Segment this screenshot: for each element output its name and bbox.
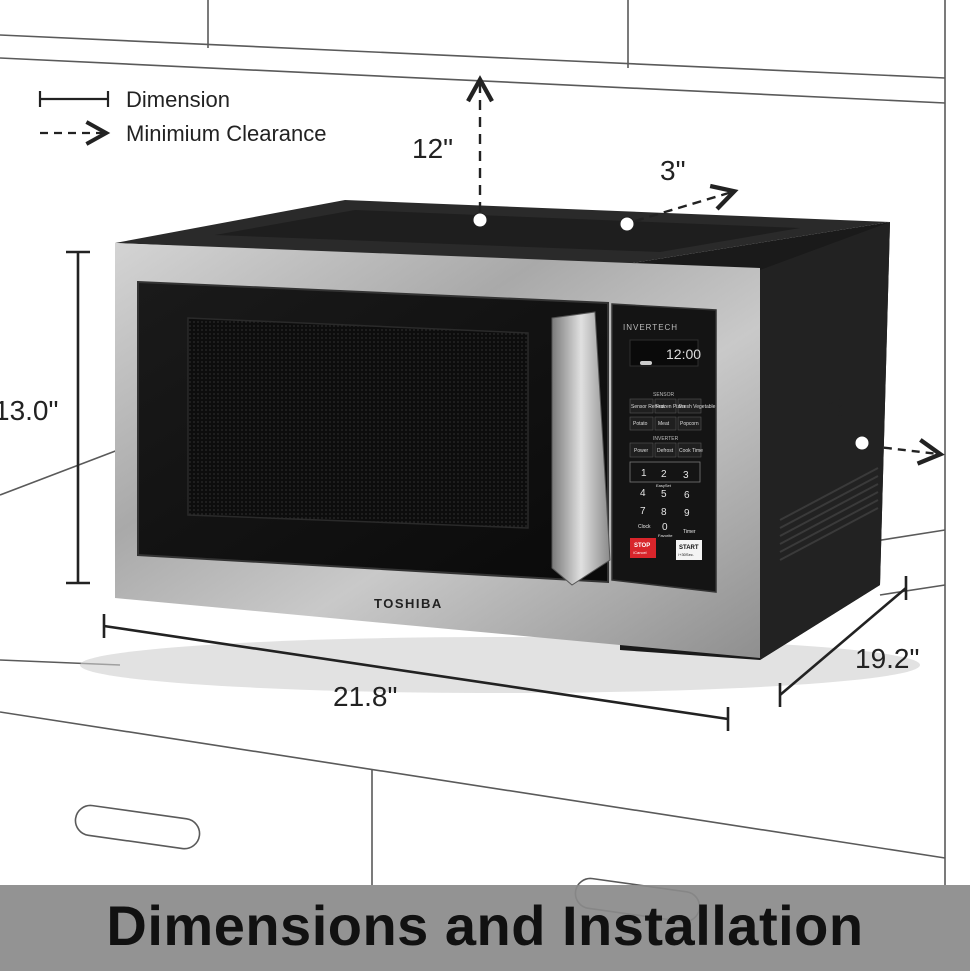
potato-label: Potato	[633, 421, 648, 427]
power-button[interactable]	[629, 442, 654, 458]
control-panel: INVERTECH 12:00 SENSOR Sensor Reheat Fro…	[623, 323, 716, 560]
height-dimension: 13.0"	[0, 250, 90, 585]
cook-time-label: Cook Time	[679, 448, 703, 454]
top-clearance-label: 12"	[412, 133, 453, 164]
legend: Dimension Minimium Clearance	[38, 87, 327, 146]
timer-label[interactable]: Timer	[683, 529, 696, 535]
height-label: 13.0"	[0, 395, 58, 426]
rear-clearance: 3"	[619, 155, 739, 232]
cook-time-button[interactable]	[677, 442, 702, 458]
frozen-pizza-button[interactable]	[654, 398, 677, 414]
potato-button[interactable]	[629, 416, 654, 431]
brand-logo: TOSHIBA	[374, 596, 443, 611]
key-5[interactable]: 5	[661, 489, 667, 500]
frozen-pizza-label: Frozen Pizza	[656, 404, 685, 410]
width-label: 21.8"	[333, 681, 397, 712]
start-button[interactable]	[676, 540, 702, 560]
key-8[interactable]: 8	[661, 507, 667, 518]
legend-clearance-label: Minimium Clearance	[126, 121, 327, 146]
key-0[interactable]: 0	[662, 522, 668, 533]
stop-button[interactable]	[630, 538, 656, 558]
key-6[interactable]: 6	[684, 490, 690, 501]
display-indicator	[640, 361, 652, 365]
stop-sub-label: /Cancel	[633, 550, 647, 555]
title-banner	[0, 885, 970, 971]
easyset-label: EasySet	[656, 483, 672, 488]
meat-button[interactable]	[654, 416, 677, 431]
start-label: START	[679, 545, 699, 551]
keypad: 1 2 3 EasySet 4 5 6 7 8 9 0 Clock Timer …	[629, 461, 701, 538]
popcorn-label: Popcorn	[680, 421, 699, 427]
depth-label: 19.2"	[855, 643, 919, 674]
key-9[interactable]: 9	[684, 508, 690, 519]
defrost-button[interactable]	[654, 442, 677, 458]
side-clearance: 3"	[828, 393, 945, 466]
sensor-header: SENSOR	[653, 392, 675, 398]
stop-label: STOP	[634, 543, 650, 549]
depth-dimension: 19.2"	[778, 576, 919, 707]
key-3[interactable]: 3	[683, 470, 689, 481]
side-clearance-label: 3"	[828, 393, 854, 424]
display-window	[629, 339, 699, 367]
key-2[interactable]: 2	[661, 469, 667, 480]
fresh-vegetable-label: Fresh Vegetable	[679, 404, 716, 410]
microwave	[80, 200, 920, 693]
drawer-handle	[74, 804, 201, 850]
sensor-reheat-button[interactable]	[629, 398, 654, 414]
start-sub-label: /+30Sec.	[678, 552, 694, 557]
panel-brand: INVERTECH	[623, 323, 678, 332]
page-title: Dimensions and Installation	[106, 894, 864, 957]
top-clearance: 12"	[412, 75, 494, 228]
fresh-vegetable-button[interactable]	[677, 398, 702, 414]
cabinet-lines	[0, 0, 946, 885]
clock-label[interactable]: Clock	[638, 524, 651, 530]
width-dimension: 21.8"	[102, 614, 730, 731]
inverter-buttons: Power Defrost Cook Time	[629, 442, 703, 458]
legend-dimension-label: Dimension	[126, 87, 230, 112]
defrost-label: Defrost	[657, 448, 674, 454]
meat-label: Meat	[658, 421, 670, 427]
inverter-header: INVERTER	[653, 436, 679, 442]
display-time: 12:00	[666, 346, 701, 362]
power-label: Power	[634, 448, 649, 454]
key-7[interactable]: 7	[640, 506, 646, 517]
keypad-frame	[629, 461, 701, 483]
sensor-reheat-label: Sensor Reheat	[631, 404, 665, 410]
rear-clearance-label: 3"	[660, 155, 686, 186]
key-4[interactable]: 4	[640, 488, 646, 499]
key-1[interactable]: 1	[641, 468, 647, 479]
favorite-label: Favorite	[658, 533, 673, 538]
popcorn-button[interactable]	[677, 416, 702, 431]
sensor-buttons: Sensor Reheat Frozen Pizza Fresh Vegetab…	[629, 398, 716, 431]
